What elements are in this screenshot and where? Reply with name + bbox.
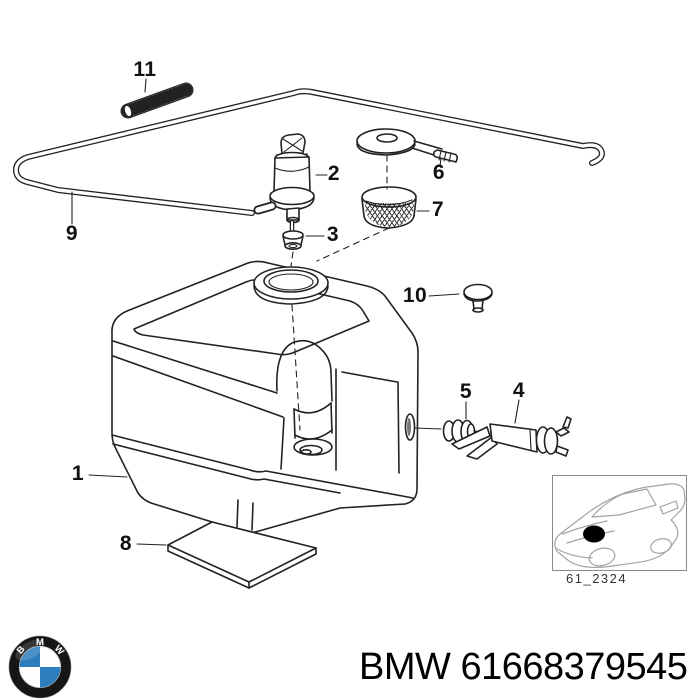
- filler-cap-drawing: [356, 128, 458, 163]
- leader-lines: [71, 78, 520, 546]
- assembly-guide-lines: [290, 154, 390, 431]
- bmw-roundel-logo: B M W: [8, 635, 72, 699]
- corrugated-hose-drawing: [120, 82, 194, 119]
- part-label-10: 10: [402, 284, 428, 307]
- footer-brand: BMW: [359, 646, 451, 688]
- part-label-8: 8: [119, 532, 133, 555]
- part-label-2: 2: [327, 162, 341, 185]
- footer-number: 61668379545: [460, 646, 688, 688]
- pump-grommet-drawing: [282, 230, 304, 251]
- washer-hose-drawing: [13, 88, 605, 216]
- pad-drawing: [167, 521, 317, 589]
- strainer-drawing: [361, 186, 417, 229]
- part-label-11: 11: [133, 58, 157, 81]
- part-label-3: 3: [326, 223, 340, 246]
- reservoir-drawing: [111, 260, 419, 534]
- part-label-7: 7: [431, 198, 445, 221]
- part-label-1: 1: [71, 462, 85, 485]
- footer-part-number: BMW 61668379545: [359, 646, 688, 689]
- level-sensor-drawing: [451, 416, 572, 460]
- part-label-9: 9: [65, 222, 79, 245]
- part-location-dot: [583, 525, 605, 543]
- pump-drawing: [253, 133, 315, 234]
- car-thumbnail-drawing: [552, 475, 687, 571]
- thumbnail-code: 61_2324: [566, 571, 628, 586]
- part-label-5: 5: [459, 380, 473, 403]
- part-label-4: 4: [512, 379, 526, 402]
- logo-letter-m: M: [36, 637, 44, 648]
- part-label-6: 6: [432, 161, 446, 184]
- screw-drawing: [463, 283, 493, 313]
